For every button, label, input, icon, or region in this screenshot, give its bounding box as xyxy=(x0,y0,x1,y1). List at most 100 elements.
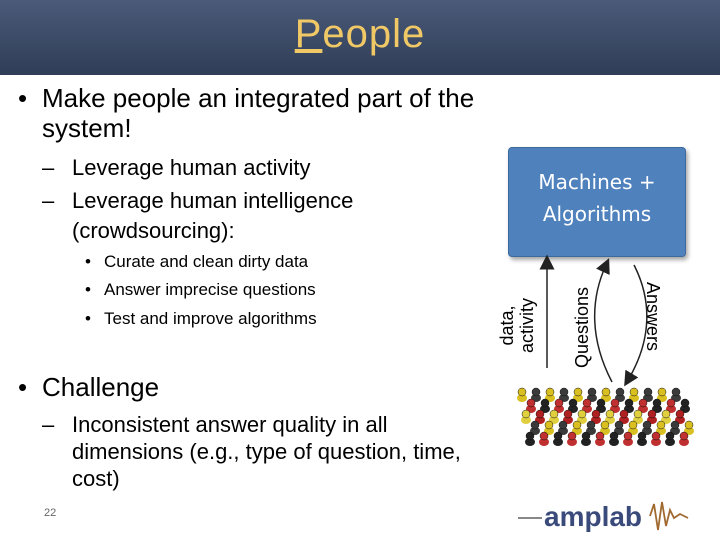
person-body xyxy=(637,438,647,446)
person-head xyxy=(517,387,527,397)
person-head xyxy=(559,387,569,397)
person-body xyxy=(517,394,527,402)
person-head xyxy=(540,398,550,408)
person-head xyxy=(665,431,675,441)
person-head xyxy=(638,398,648,408)
person-head xyxy=(525,431,535,441)
person-head xyxy=(600,420,610,430)
person-head xyxy=(651,431,661,441)
person-head xyxy=(530,420,540,430)
challenge-text: Challenge xyxy=(42,372,160,402)
page-number: 22 xyxy=(44,507,57,519)
person-head xyxy=(587,387,597,397)
person-head xyxy=(581,431,591,441)
person-head xyxy=(637,431,647,441)
person-head xyxy=(675,409,685,419)
dash: – xyxy=(42,412,55,437)
person-body xyxy=(609,438,619,446)
person-head xyxy=(670,420,680,430)
person-body xyxy=(567,438,577,446)
subsub-text: Test and improve algorithms xyxy=(104,309,317,328)
person-body xyxy=(679,438,689,446)
person-head xyxy=(679,431,689,441)
person-body xyxy=(665,438,675,446)
person-head xyxy=(680,398,690,408)
dash: – xyxy=(42,188,55,213)
person-head xyxy=(657,387,667,397)
person-head xyxy=(628,420,638,430)
person-head xyxy=(656,420,666,430)
person-head xyxy=(647,409,657,419)
person-head xyxy=(535,409,545,419)
person-head xyxy=(539,431,549,441)
title-first-letter: P xyxy=(294,12,323,56)
person-head xyxy=(554,398,564,408)
person-body xyxy=(595,438,605,446)
person-body xyxy=(521,416,531,424)
bullet-dot: • xyxy=(85,280,91,299)
person-head xyxy=(544,420,554,430)
person-head xyxy=(615,387,625,397)
title-bar: People xyxy=(0,0,720,75)
bullet-main-text: Make people an integrated part of the sy… xyxy=(42,83,475,143)
slide-title: People xyxy=(0,12,720,57)
person-head xyxy=(619,409,629,419)
person-head xyxy=(545,387,555,397)
person-head xyxy=(609,431,619,441)
person-body xyxy=(651,438,661,446)
person-head xyxy=(610,398,620,408)
title-rest: eople xyxy=(322,12,426,56)
person-head xyxy=(549,409,559,419)
bullet-dot: • xyxy=(85,252,91,271)
person-head xyxy=(582,398,592,408)
person-head xyxy=(531,387,541,397)
box-label-line1: Machines + xyxy=(538,170,656,194)
person-head xyxy=(643,387,653,397)
challenge-sub-text: Inconsistent answer quality in all dimen… xyxy=(72,412,461,491)
subsub-text: Curate and clean dirty data xyxy=(104,252,309,271)
person-body xyxy=(623,438,633,446)
person-body xyxy=(539,438,549,446)
person-head xyxy=(563,409,573,419)
person-head xyxy=(624,398,634,408)
machines-algorithms-box: Machines + Algorithms xyxy=(508,147,686,257)
sub-bullet-2-continuation: (crowdsourcing): xyxy=(72,218,235,243)
person-body xyxy=(581,438,591,446)
person-head xyxy=(586,420,596,430)
sub-bullet-1-text: Leverage human activity xyxy=(72,155,311,180)
person-head xyxy=(591,409,601,419)
person-head xyxy=(573,387,583,397)
person-head xyxy=(595,431,605,441)
person-head xyxy=(558,420,568,430)
person-head xyxy=(684,420,694,430)
person-head xyxy=(601,387,611,397)
person-head xyxy=(596,398,606,408)
person-head xyxy=(568,398,578,408)
person-head xyxy=(661,409,671,419)
person-head xyxy=(623,431,633,441)
person-head xyxy=(642,420,652,430)
amplab-logo-graphic: amplab xyxy=(518,501,689,532)
person-head xyxy=(671,387,681,397)
amplab-logo: amplab xyxy=(518,496,698,536)
bullet-dot: • xyxy=(18,83,28,113)
person-head xyxy=(633,409,643,419)
person-head xyxy=(526,398,536,408)
dash: – xyxy=(42,155,55,180)
person-head xyxy=(553,431,563,441)
person-body xyxy=(553,438,563,446)
person-head xyxy=(652,398,662,408)
bullet-dot: • xyxy=(18,372,28,402)
person-head xyxy=(567,431,577,441)
person-head xyxy=(605,409,615,419)
logo-text: amplab xyxy=(544,501,642,532)
person-head xyxy=(577,409,587,419)
person-head xyxy=(614,420,624,430)
person-head xyxy=(666,398,676,408)
person-head xyxy=(629,387,639,397)
box-label-line2: Algorithms xyxy=(542,202,652,226)
subsub-text: Answer imprecise questions xyxy=(104,280,316,299)
sub-bullet-2-text: Leverage human intelligence xyxy=(72,188,354,213)
bullet-dot: • xyxy=(85,309,91,328)
